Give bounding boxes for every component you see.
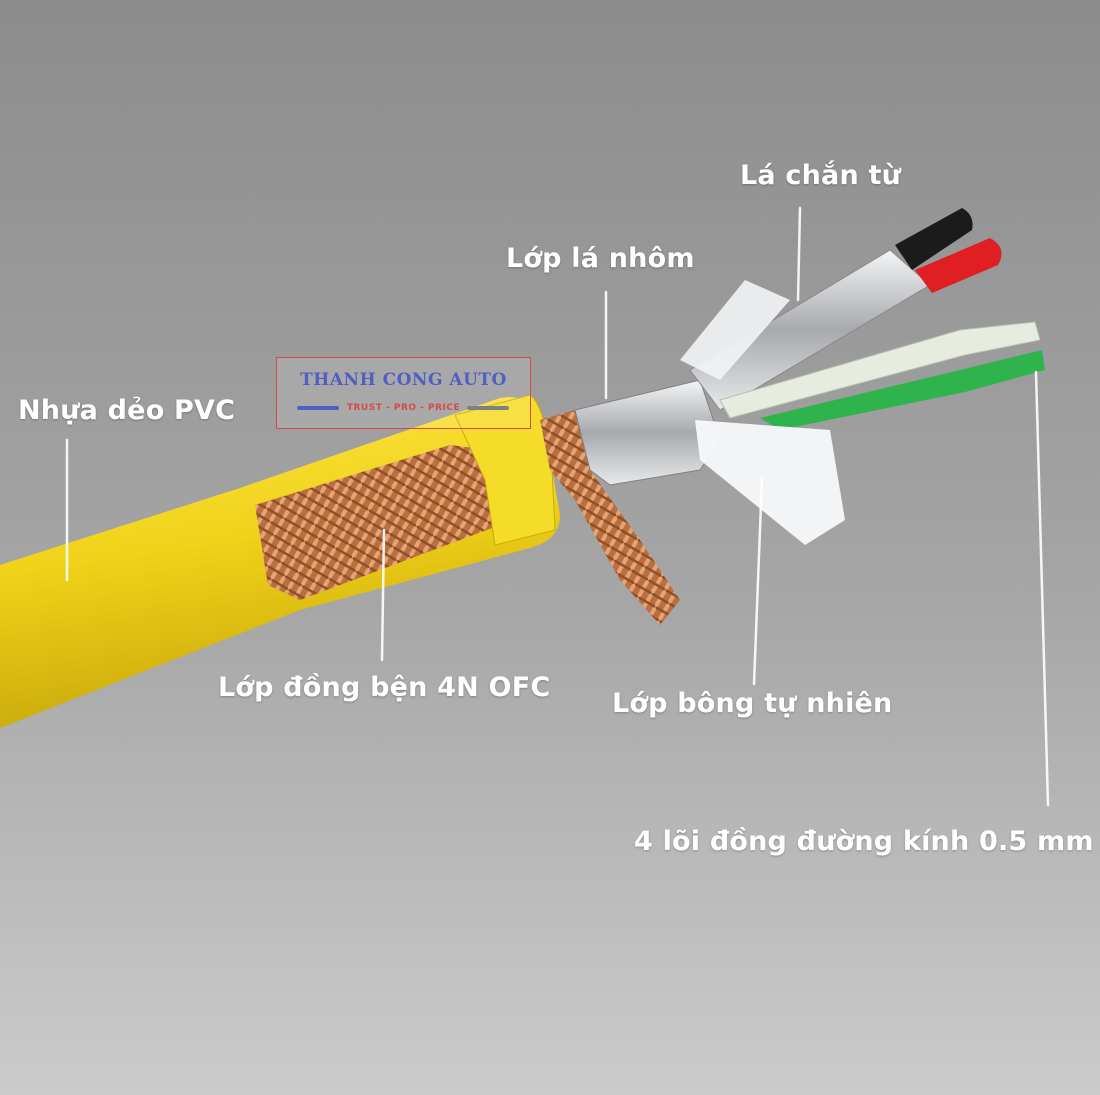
cotton-fiber-lower — [695, 420, 845, 545]
copper-braid-leader-line — [380, 528, 386, 662]
cores-leader-line — [1034, 370, 1050, 807]
cotton-leader-line — [752, 476, 764, 686]
label-magnetic-shield: Lá chắn từ — [740, 160, 902, 191]
black-wire — [895, 208, 973, 270]
label-aluminum: Lớp lá nhôm — [506, 243, 695, 274]
watermark-logo: THANH CONG AUTO TRUST - PRO - PRICE — [276, 357, 531, 429]
magnetic-shield-leader-line — [796, 206, 802, 302]
watermark-bar-right — [467, 406, 509, 410]
cotton-fiber-upper — [680, 280, 790, 380]
leader-lines — [65, 206, 1050, 807]
green-wire — [760, 350, 1045, 430]
red-wire — [915, 238, 1002, 293]
watermark-tagline: TRUST - PRO - PRICE — [346, 403, 461, 413]
label-cores: 4 lõi đồng đường kính 0.5 mm — [634, 826, 1094, 857]
label-copper-braid: Lớp đồng bện 4N OFC — [218, 672, 551, 703]
cable-illustration — [0, 208, 1045, 728]
watermark-bar-left — [297, 406, 339, 410]
copper-braid-fray — [540, 410, 680, 625]
label-pvc: Nhựa dẻo PVC — [18, 395, 236, 426]
watermark-title: THANH CONG AUTO — [300, 370, 507, 390]
white-wire — [719, 321, 1041, 419]
label-cotton: Lớp bông tự nhiên — [612, 688, 893, 719]
braid-window — [255, 445, 500, 600]
